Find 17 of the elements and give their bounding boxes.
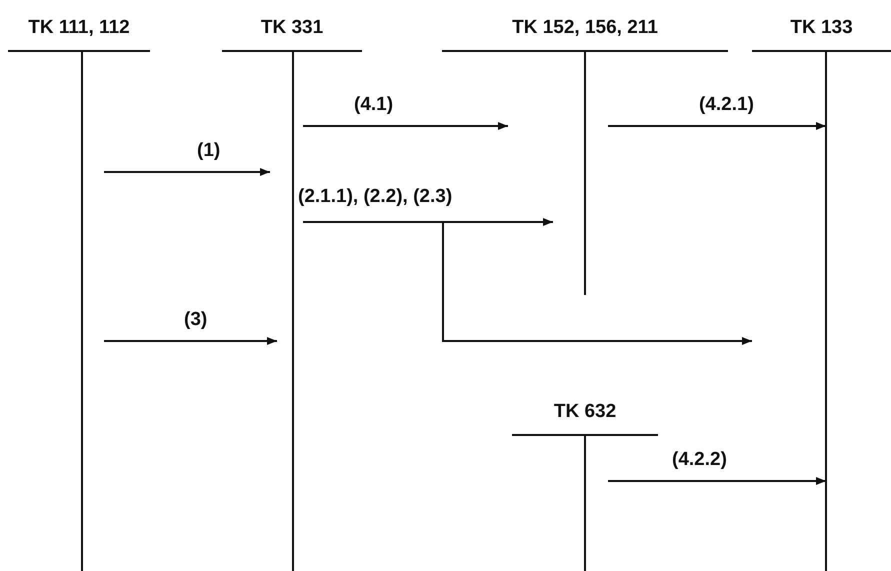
participant-label: TK 133 (752, 16, 891, 52)
arrow (104, 168, 270, 176)
arrow (104, 337, 277, 345)
edge-label: (3) (182, 309, 210, 331)
participant-label: TK 331 (222, 16, 362, 52)
arrow (608, 122, 826, 130)
edge-label: (4.2.2) (670, 449, 729, 471)
arrow (608, 477, 826, 485)
participant-label: TK 111, 112 (8, 16, 150, 52)
edge-label: (1) (195, 140, 222, 162)
edge-label: (4.1) (352, 94, 396, 116)
arrow (303, 122, 508, 130)
arrow (303, 221, 752, 345)
participant-label: TK 152, 156, 211 (442, 16, 728, 52)
edge-label: (2.1.1), (2.2), (2.3) (296, 186, 454, 208)
edge-label: (4.2.1) (697, 94, 756, 116)
participant-label: TK 632 (512, 400, 658, 436)
